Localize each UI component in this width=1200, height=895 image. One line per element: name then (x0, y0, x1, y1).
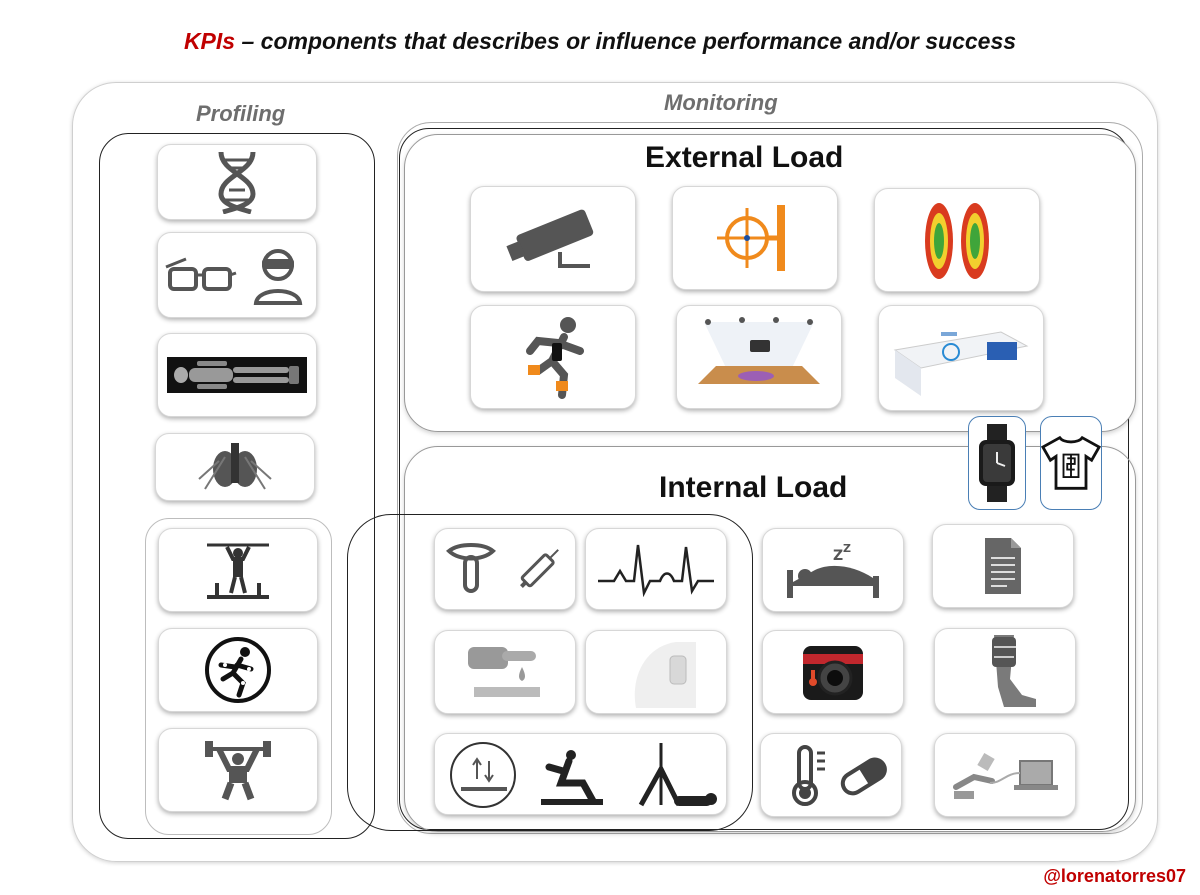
internal-load-heading: Internal Load (659, 471, 847, 505)
motion-capture-icon (203, 635, 273, 705)
author-handle: @lorenatorres07 (1043, 866, 1186, 887)
profiling-tile-pullup (158, 528, 318, 612)
smartwatch-icon (975, 422, 1019, 504)
document-icon (983, 536, 1023, 596)
internal-tile-saliva-blood (434, 528, 576, 610)
sleep-icon: Z Z (783, 540, 883, 600)
force-plate-and-tests-icon (443, 739, 719, 809)
profiling-tile-cardio (155, 433, 315, 501)
internal-tile-thermal-camera (762, 630, 904, 714)
profiling-tile-strength (158, 728, 318, 812)
internal-tile-force-tests (434, 733, 727, 815)
page-title: KPIs – components that describes or infl… (0, 28, 1200, 55)
thermal-camera-icon (801, 640, 865, 704)
profiling-tile-vision (157, 232, 317, 318)
dna-icon (207, 150, 267, 214)
thermometer-and-pill-icon (771, 743, 891, 807)
force-target-icon (715, 201, 795, 275)
shoulder-patch-sensor-icon (616, 636, 696, 708)
title-kpi: KPIs (184, 28, 235, 54)
external-load-heading: External Load (645, 141, 843, 175)
emg-laptop-icon (950, 747, 1060, 803)
internal-tile-emg-laptop (934, 733, 1076, 817)
external-tile-court (676, 305, 842, 409)
external-tile-target (672, 186, 838, 290)
external-tile-lab (878, 305, 1044, 411)
foot-pressure-map-icon (917, 195, 997, 285)
wearable-smartwatch (968, 416, 1026, 510)
svg-text:Z: Z (843, 542, 851, 555)
glasses-and-vr-headset-icon (162, 245, 312, 305)
smart-shirt-icon (1041, 432, 1101, 494)
external-tile-video (470, 186, 636, 292)
ecg-wave-icon (596, 541, 716, 597)
saliva-and-syringe-icon (445, 539, 565, 599)
running-athlete-sensors-icon (508, 315, 598, 399)
profiling-tile-motion-capture (158, 628, 318, 712)
leg-compression-icon (970, 633, 1040, 709)
internal-tile-ecg (585, 528, 727, 610)
internal-tile-leg-device (934, 628, 1076, 714)
cardiovascular-anatomy-icon (195, 439, 275, 495)
internal-tile-temp-pill (760, 733, 902, 817)
external-tile-runner (470, 305, 636, 409)
weightlifter-icon (203, 739, 273, 801)
profiling-label: Profiling (196, 101, 285, 127)
wearable-smart-shirt (1040, 416, 1102, 510)
monitoring-label: Monitoring (664, 90, 778, 116)
video-camera-icon (498, 206, 608, 272)
court-tracking-system-icon (694, 314, 824, 400)
profiling-tile-body-scan (157, 333, 317, 417)
internal-tile-finger-test (434, 630, 576, 714)
internal-tile-document (932, 524, 1074, 608)
pull-up-bar-icon (203, 537, 273, 603)
external-tile-pressure (874, 188, 1040, 292)
internal-tile-sleep: Z Z (762, 528, 904, 612)
svg-text:Z: Z (833, 548, 843, 564)
title-description: – components that describes or influence… (235, 28, 1016, 54)
body-scan-icon (167, 357, 307, 393)
finger-blood-drop-icon (460, 639, 550, 705)
internal-tile-shoulder-sensor (585, 630, 727, 714)
profiling-tile-dna (157, 144, 317, 220)
instrumented-lab-icon (891, 316, 1031, 400)
